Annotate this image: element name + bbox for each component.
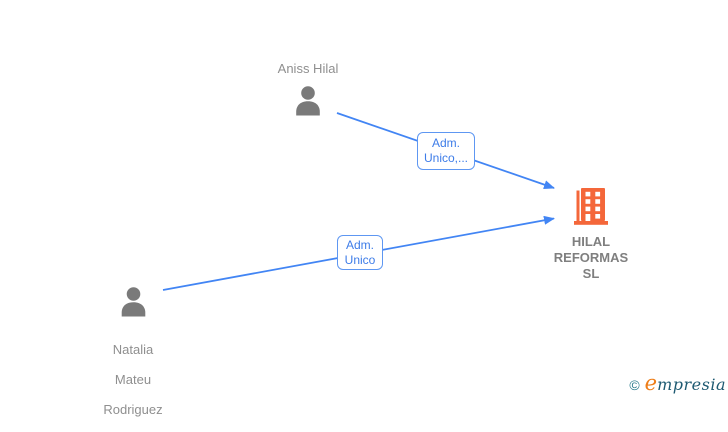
- edge-label-adm-unico-bottom[interactable]: Adm. Unico: [337, 235, 383, 270]
- node-company-hilal-reformas-sl[interactable]: HILAL REFORMAS SL: [531, 188, 651, 282]
- company-name-line: HILAL: [571, 234, 611, 249]
- company-name-line: REFORMAS: [553, 250, 629, 265]
- brand-initial: e: [644, 371, 658, 395]
- graph-canvas: Aniss Hilal Natalia Mateu Rodriguez: [103, 61, 726, 417]
- person-name-line: Mateu: [114, 372, 152, 387]
- node-person-natalia-mateu-rodriguez[interactable]: Natalia Mateu Rodriguez: [73, 286, 193, 432]
- building-icon: [574, 188, 608, 230]
- company-name-label: HILAL REFORMAS SL: [554, 234, 628, 282]
- person-name-line: Natalia: [112, 342, 154, 357]
- person-name-label: Natalia Mateu Rodriguez: [103, 327, 162, 432]
- edge-label-line: Adm.: [431, 136, 460, 150]
- empresia-watermark: © e mpresia: [629, 371, 726, 395]
- brand-text: mpresia: [657, 375, 726, 394]
- company-name-line: SL: [582, 266, 600, 281]
- person-icon: [118, 286, 149, 324]
- person-name-label: Aniss Hilal: [277, 61, 339, 76]
- node-person-aniss-hilal[interactable]: Aniss Hilal: [246, 61, 370, 123]
- person-icon: [293, 85, 323, 123]
- edge-label-line: Unico,...: [423, 151, 468, 165]
- person-name-line: Rodriguez: [103, 402, 163, 417]
- edge-label-line: Adm.: [345, 237, 374, 252]
- edge-label-line: Unico: [344, 252, 376, 267]
- edge-label-adm-unico-top[interactable]: Adm. Unico,...: [417, 132, 475, 170]
- copyright-icon: ©: [629, 377, 640, 393]
